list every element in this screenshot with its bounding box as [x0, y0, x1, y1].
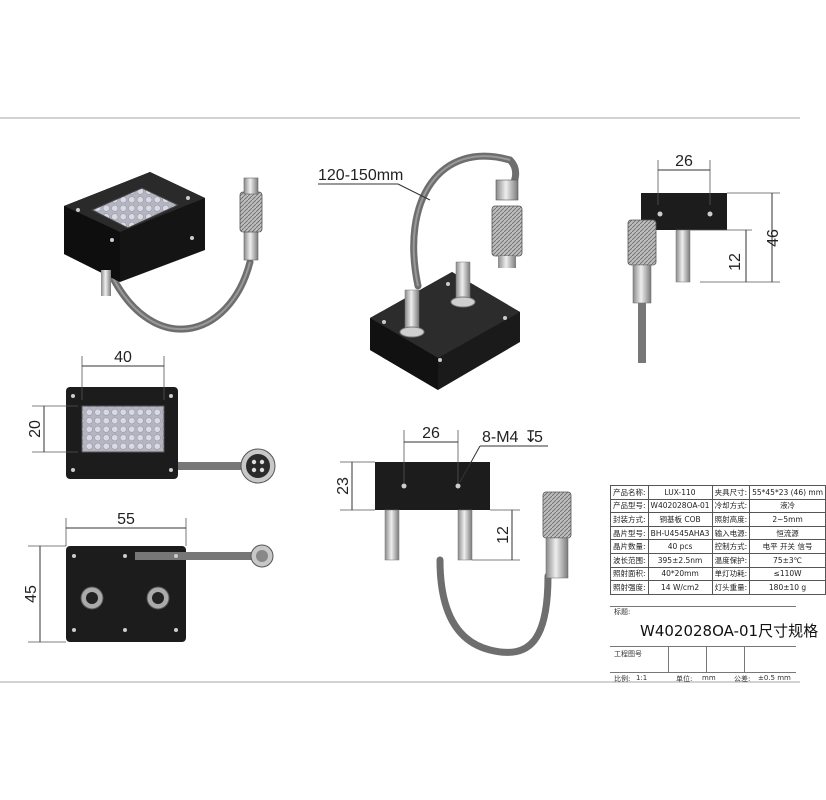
- tolerance-value: ±0.5 mm: [758, 674, 791, 682]
- spec-cell-k1: 封装方式:: [610, 512, 649, 527]
- dim-front-width: 40: [81, 349, 165, 400]
- bottom-height-label: 23: [335, 477, 352, 495]
- spec-cell-k2: 输入电源:: [711, 525, 751, 541]
- title-block: 标题: W402028OA-01尺寸规格 工程图号 比例: 1:1 单位: mm…: [610, 606, 818, 686]
- spec-cell-v2: 恒流源: [749, 525, 826, 541]
- spec-cell-k1: 照射强度:: [610, 580, 649, 595]
- depth-symbol: ↧: [524, 429, 537, 446]
- spec-cell-k1: 晶片型号:: [610, 525, 649, 541]
- spec-cell-v2: 电平 开关 信号: [749, 539, 826, 554]
- dim-bottom-holes: 8-M4 ↧ 5: [459, 429, 548, 483]
- back-width-label: 55: [117, 511, 135, 528]
- unit-label: 单位:: [676, 675, 693, 683]
- dim-cable-length: 120-150mm: [318, 167, 431, 201]
- dim-back-height: 45: [23, 545, 66, 643]
- spec-cell-v1: LUX-110: [647, 485, 713, 500]
- spec-cell-k1: 晶片数量:: [610, 539, 649, 554]
- bottom-low-label: 12: [495, 526, 512, 544]
- spec-cell-k2: 控制方式:: [711, 539, 751, 554]
- dim-front-height: 20: [27, 405, 78, 453]
- spec-cell-k2: 温度保护:: [711, 552, 751, 568]
- dim-side-low: 12: [690, 229, 752, 282]
- tolerance-label: 公差:: [734, 675, 751, 683]
- spec-cell-v1: 40 pcs: [647, 539, 713, 554]
- spec-cell-v2: 180±10 g: [749, 580, 826, 595]
- front-height-label: 20: [27, 420, 44, 438]
- spec-cell-k1: 照射面积:: [610, 566, 649, 582]
- spec-cell-v2: ≤110W: [749, 566, 826, 582]
- scale-label: 比例:: [614, 675, 631, 683]
- spec-cell-v1: W402028OA-01: [647, 498, 713, 514]
- back-view: [66, 544, 274, 642]
- spec-cell-k2: 照射高度:: [711, 512, 751, 527]
- side-low-label: 12: [727, 253, 744, 271]
- dim-top-width: 26: [657, 153, 711, 205]
- bottom-holes-label: 8-M4: [482, 429, 519, 446]
- bottom-width-label: 26: [422, 425, 440, 442]
- drawing-title: W402028OA-01尺寸规格: [640, 622, 819, 640]
- spec-cell-k1: 产品型号:: [610, 498, 649, 514]
- drawing-number-label: 工程图号: [614, 650, 642, 658]
- scale-value: 1:1: [636, 674, 648, 682]
- side-height-label: 46: [765, 229, 782, 247]
- title-label: 标题:: [614, 608, 631, 616]
- technical-drawing: 120-150mm 26 46 12 40 20: [0, 117, 800, 683]
- spec-cell-k2: 夹具尺寸:: [711, 485, 751, 500]
- bottom-side-view: [375, 462, 572, 656]
- front-view: [66, 387, 276, 484]
- spec-cell-v1: 铜基板 COB: [647, 512, 713, 527]
- spec-cell-k2: 冷却方式:: [711, 498, 751, 514]
- dim-bottom-low: 12: [472, 509, 520, 561]
- spec-cell-k1: 波长范围:: [610, 552, 649, 568]
- spec-cell-k2: 灯头重量:: [711, 580, 751, 595]
- back-height-label: 45: [23, 585, 40, 603]
- dim-back-width: 55: [65, 511, 187, 546]
- unit-value: mm: [702, 674, 716, 682]
- spec-cell-v1: 14 W/cm2: [647, 580, 713, 595]
- dim-bottom-height: 23: [335, 461, 375, 511]
- iso-view-back: [370, 152, 523, 390]
- front-width-label: 40: [114, 349, 132, 366]
- iso-view-front: [64, 172, 263, 333]
- top-width-label: 26: [675, 153, 693, 170]
- side-view: [627, 193, 727, 363]
- spec-cell-v1: 395±2.5nm: [647, 552, 713, 568]
- spec-cell-v1: 40*20mm: [647, 566, 713, 582]
- cable-length-label: 120-150mm: [318, 167, 403, 184]
- spec-cell-v2: 55*45*23 (46) mm: [749, 485, 826, 500]
- spec-cell-v2: 液冷: [749, 498, 826, 514]
- spec-cell-v2: 2~5mm: [749, 512, 826, 527]
- spec-cell-v2: 75±3℃: [749, 552, 826, 568]
- bottom-depth-label: 5: [534, 429, 543, 446]
- spec-cell-k1: 产品名称:: [610, 485, 649, 500]
- dim-side-height: 46: [700, 192, 782, 283]
- spec-cell-v1: BH-U4545AHA3: [647, 525, 713, 541]
- dim-bottom-width: 26: [403, 425, 459, 484]
- spec-cell-k2: 单灯功耗:: [711, 566, 751, 582]
